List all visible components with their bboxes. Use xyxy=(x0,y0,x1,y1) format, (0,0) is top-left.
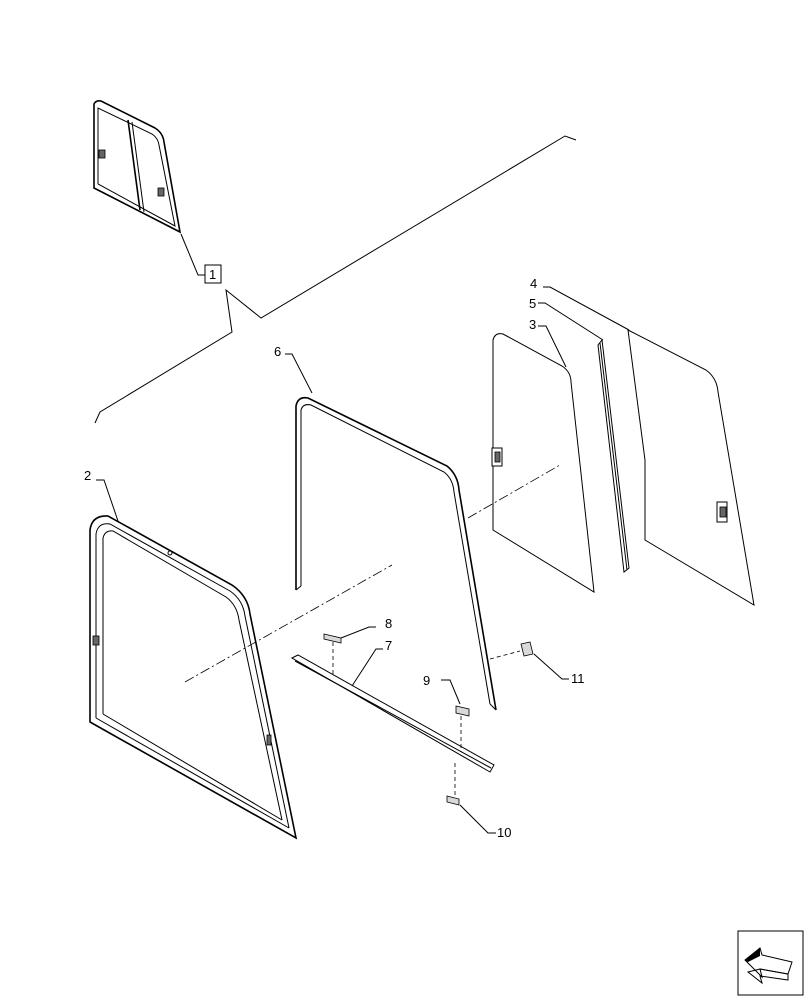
outer-frame xyxy=(89,515,298,840)
explosion-break-line xyxy=(94,135,577,424)
arrow-icon[interactable] xyxy=(737,930,804,996)
callout-6: 6 xyxy=(274,344,313,394)
window-assembly-thumbnail xyxy=(93,100,182,234)
callout-8-label: 8 xyxy=(385,616,392,631)
callout-7: 7 xyxy=(351,638,392,687)
end-cap-10 xyxy=(446,795,460,806)
callout-7-label: 7 xyxy=(385,638,392,653)
callout-1: 1 xyxy=(180,233,222,284)
glazing-strip xyxy=(597,338,630,573)
callout-3-label: 3 xyxy=(529,317,536,332)
glass-pane-3 xyxy=(491,333,595,593)
callout-4: 4 xyxy=(530,276,630,331)
callout-11: 11 xyxy=(533,653,585,686)
callout-2-label: 2 xyxy=(84,468,91,483)
callout-3: 3 xyxy=(529,317,567,368)
guide-block-8 xyxy=(323,633,342,644)
clip-11 xyxy=(520,641,534,657)
callout-9: 9 xyxy=(423,673,461,705)
callout-8: 8 xyxy=(340,616,392,639)
callout-10: 10 xyxy=(459,804,511,840)
callout-5: 5 xyxy=(529,296,604,341)
callout-6-label: 6 xyxy=(274,344,281,359)
callout-4-label: 4 xyxy=(530,276,537,291)
callout-9-label: 9 xyxy=(423,673,430,688)
callout-2: 2 xyxy=(84,468,119,522)
callout-5-label: 5 xyxy=(529,296,536,311)
callout-11-label: 11 xyxy=(571,671,585,686)
callout-10-label: 10 xyxy=(497,825,511,840)
glass-pane-4 xyxy=(627,329,755,606)
guide-block-9 xyxy=(455,705,470,717)
channel-seal xyxy=(295,396,497,711)
bottom-rail xyxy=(290,654,495,773)
callout-1-label: 1 xyxy=(209,267,216,282)
